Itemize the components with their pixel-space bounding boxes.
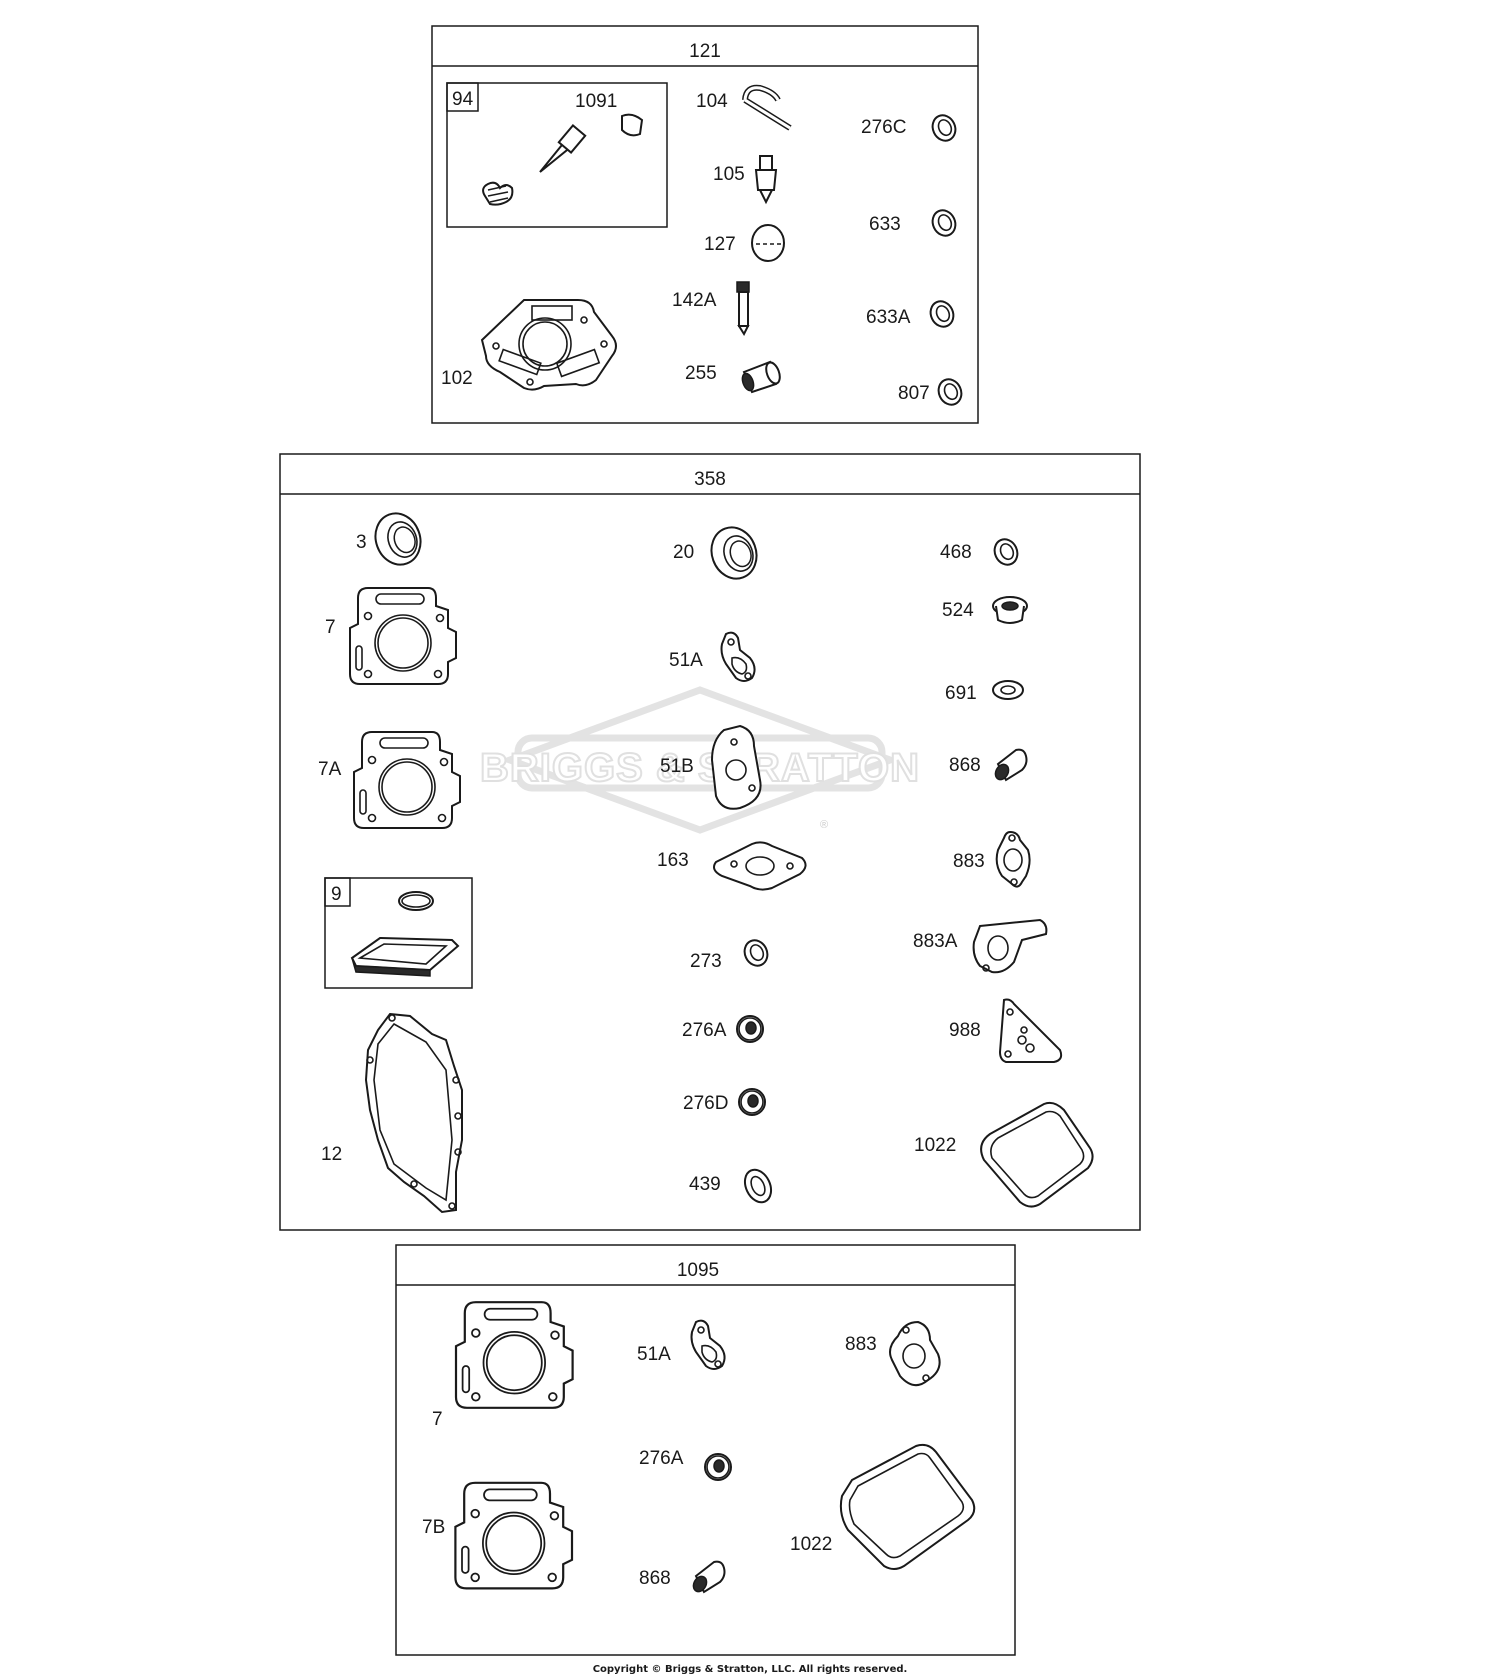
- part-label-633A: 633A: [866, 307, 911, 328]
- part-633-washer: [927, 205, 961, 241]
- part-3-seal: [367, 506, 429, 572]
- part-label-51A: 51A: [669, 650, 703, 671]
- part-label-883: 883: [953, 851, 985, 872]
- mixture-screw-part: [482, 113, 644, 206]
- part-label-276A: 276A: [682, 1020, 727, 1041]
- part-883A-gasket: [972, 918, 1048, 974]
- part-label-1022-b: 1022: [790, 1534, 832, 1555]
- part-label-7A: 7A: [318, 759, 342, 780]
- part-label-7-b: 7: [432, 1409, 443, 1430]
- part-label-127: 127: [704, 234, 736, 255]
- part-label-51A-b: 51A: [637, 1344, 671, 1365]
- part-label-3: 3: [356, 532, 367, 553]
- part-label-276D: 276D: [683, 1093, 728, 1114]
- part-163-gasket: [713, 841, 807, 891]
- part-868-bushing-b: [689, 1560, 726, 1595]
- part-label-142A: 142A: [672, 290, 717, 311]
- part-105-needle: [754, 155, 778, 205]
- part-label-273: 273: [690, 951, 722, 972]
- part-label-439: 439: [689, 1174, 721, 1195]
- subkit-9-frame: [324, 877, 473, 989]
- part-51A-gasket-b: [690, 1319, 726, 1370]
- part-label-868: 868: [949, 755, 981, 776]
- part-label-51B: 51B: [660, 756, 694, 777]
- part-868-bushing: [991, 748, 1028, 783]
- part-label-868-b: 868: [639, 1568, 671, 1589]
- kit-358-title: 358: [694, 469, 726, 490]
- kit-358-frame: [279, 453, 1141, 1231]
- kit-358-panel: 358 3 7 7A 9 12: [279, 453, 1141, 1231]
- part-439-washer: [743, 1168, 773, 1204]
- part-807-washer: [933, 374, 967, 410]
- part-20-seal: [703, 520, 765, 586]
- part-691-washer: [992, 680, 1024, 700]
- part-12-crankcase-gasket: [364, 1012, 463, 1214]
- part-1022-gasket: [980, 1101, 1094, 1208]
- part-label-104: 104: [696, 91, 728, 112]
- subkit-94-label: 94: [452, 89, 474, 110]
- part-51B-gasket: [710, 724, 762, 810]
- part-883-gasket-b: [889, 1320, 941, 1387]
- part-label-988: 988: [949, 1020, 981, 1041]
- subkit-9-parts: [350, 891, 460, 977]
- part-label-883-b: 883: [845, 1334, 877, 1355]
- part-label-633: 633: [869, 214, 901, 235]
- part-633A-washer: [925, 296, 959, 332]
- part-142A-jet: [736, 281, 750, 337]
- kit-1095-title: 1095: [677, 1260, 719, 1281]
- copyright-text: Copyright © Briggs & Stratton, LLC. All …: [593, 1664, 908, 1675]
- part-276D-washer: [738, 1088, 766, 1116]
- kit-1095-frame: [395, 1244, 1016, 1656]
- part-102-gasket-plate: [480, 299, 617, 391]
- watermark-text: BRIGGS & STRATTON: [480, 746, 920, 790]
- part-label-7B: 7B: [422, 1517, 445, 1538]
- kit-121-panel: 121 94 1091 104 105 127 142A: [431, 25, 979, 424]
- part-276C-washer: [927, 110, 961, 146]
- part-255-tube: [741, 360, 781, 394]
- kit-121-title: 121: [689, 41, 721, 62]
- part-label-1022: 1022: [914, 1135, 956, 1156]
- part-7A-head-gasket: [353, 731, 461, 829]
- part-104-shape: [742, 84, 792, 131]
- part-273-washer: [739, 935, 773, 971]
- part-127-plug: [751, 224, 785, 262]
- part-883-gasket: [995, 831, 1031, 888]
- part-988-plate: [998, 998, 1063, 1063]
- kit-1095-panel: 1095 7 7B 51A 276A 868 883 1022: [395, 1244, 1016, 1656]
- part-label-807: 807: [898, 383, 930, 404]
- svg-text:®: ®: [820, 819, 828, 831]
- part-label-20: 20: [673, 542, 694, 563]
- subkit-94-frame: [446, 82, 668, 228]
- part-label-105: 105: [713, 164, 745, 185]
- part-label-7: 7: [325, 617, 336, 638]
- part-276A-washer-b: [704, 1453, 732, 1481]
- part-label-163: 163: [657, 850, 689, 871]
- part-label-883A: 883A: [913, 931, 958, 952]
- part-468-washer: [989, 534, 1023, 570]
- part-label-691: 691: [945, 683, 977, 704]
- part-7-head-gasket: [349, 587, 457, 685]
- part-51A-gasket: [720, 631, 756, 682]
- kit-121-frame: [431, 25, 979, 424]
- part-label-468: 468: [940, 542, 972, 563]
- part-276A-washer: [736, 1015, 764, 1043]
- part-7B-head-gasket: [454, 1481, 574, 1590]
- part-label-102: 102: [441, 368, 473, 389]
- part-1022-gasket-b: [839, 1443, 976, 1570]
- part-label-276C: 276C: [861, 117, 906, 138]
- part-label-276A-b: 276A: [639, 1448, 684, 1469]
- part-label-524: 524: [942, 600, 974, 621]
- part-label-12: 12: [321, 1144, 342, 1165]
- subkit-9-label: 9: [331, 884, 342, 905]
- watermark-logo: BRIGGS & STRATTON ®: [479, 686, 920, 834]
- part-label-255: 255: [685, 363, 717, 384]
- part-label-1091: 1091: [575, 91, 617, 112]
- part-524-plug: [992, 596, 1028, 624]
- part-7-head-gasket-b: [454, 1301, 574, 1409]
